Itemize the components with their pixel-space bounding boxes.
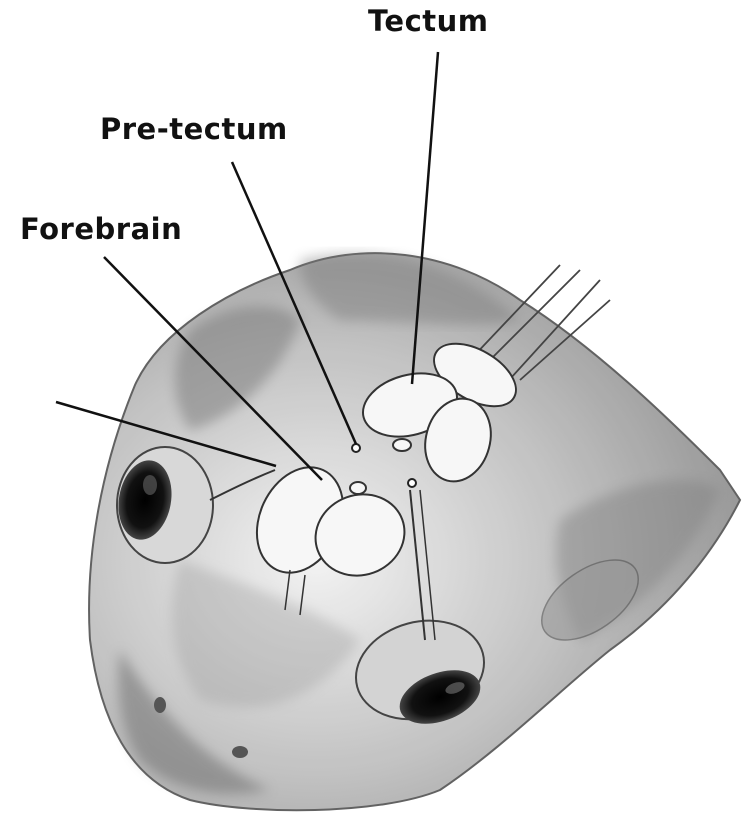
label-forebrain: Forebrain — [20, 212, 182, 246]
label-pretectum: Pre-tectum — [100, 112, 288, 146]
label-tectum: Tectum — [368, 4, 489, 38]
